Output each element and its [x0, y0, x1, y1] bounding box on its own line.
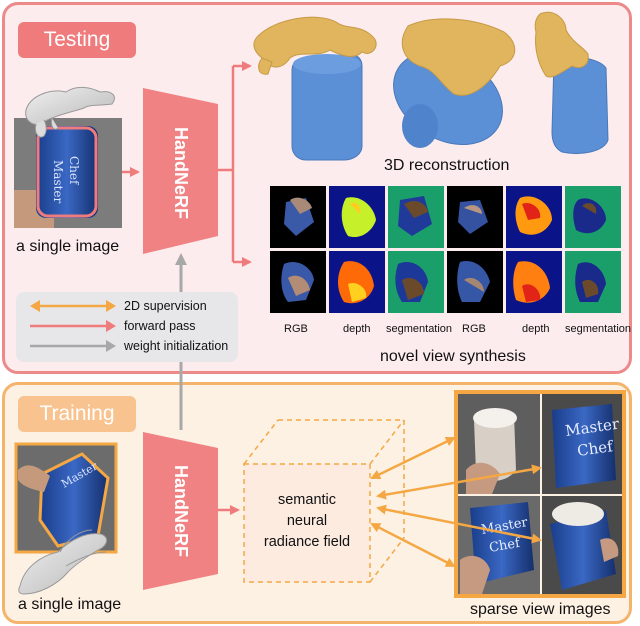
reconstruction-2 — [393, 18, 516, 148]
testing-input-caption: a single image — [16, 238, 120, 255]
legend-label: forward pass — [124, 319, 196, 333]
column-label-depth: depth — [522, 323, 550, 335]
column-label-depth: depth — [343, 323, 371, 335]
reconstruction-3 — [534, 11, 609, 154]
novel-view-caption: novel view synthesis — [380, 348, 526, 365]
novel-view-grid — [270, 186, 621, 313]
training-badge: Training — [18, 396, 136, 432]
column-label-segmentation: segmentation — [565, 323, 632, 335]
legend-item-weight-init: weight initialization — [28, 336, 238, 356]
training-network-label: HandNeRF — [171, 464, 191, 557]
sparse-view-images: Master Chef Master Chef — [454, 390, 626, 598]
supervision-arrows — [370, 436, 542, 568]
legend-label: 2D supervision — [124, 299, 207, 313]
legend-label: weight initialization — [124, 339, 229, 353]
legend: 2D supervision forward pass weight initi… — [16, 292, 238, 362]
double-arrow-icon — [30, 300, 116, 312]
training-input-caption: a single image — [18, 596, 122, 613]
training-network-shape — [143, 432, 218, 590]
arrow-icon — [30, 340, 116, 352]
radiance-field-line: radiance field — [263, 534, 351, 550]
testing-network-label: HandNeRF — [171, 126, 191, 219]
svg-text:Chef: Chef — [576, 437, 615, 460]
testing-badge: Testing — [18, 22, 136, 58]
radiance-field-line: neural — [286, 513, 328, 529]
training-hand-mesh — [18, 529, 107, 595]
radiance-field-label: semantic neural radiance field — [244, 490, 370, 553]
testing-input-image: Master Chef — [14, 118, 122, 228]
testing-network-shape — [143, 88, 218, 254]
reconstruction-caption: 3D reconstruction — [384, 157, 510, 174]
arrow-icon — [30, 320, 116, 332]
sparse-views-caption: sparse view images — [470, 601, 611, 618]
radiance-field-line: semantic — [277, 492, 337, 508]
reconstruction-1 — [253, 16, 377, 161]
column-label-rgb: RGB — [462, 323, 486, 335]
testing-hand-mesh — [25, 86, 115, 138]
column-label-rgb: RGB — [284, 323, 308, 335]
legend-item-forward-pass: forward pass — [28, 316, 238, 336]
legend-item-2d-supervision: 2D supervision — [28, 296, 238, 316]
radiance-field-box — [243, 419, 405, 583]
svg-text:Chef: Chef — [67, 156, 81, 186]
forward-pass-arrows — [122, 61, 252, 267]
svg-text:Master: Master — [51, 160, 65, 204]
column-label-segmentation: segmentation — [386, 323, 453, 335]
